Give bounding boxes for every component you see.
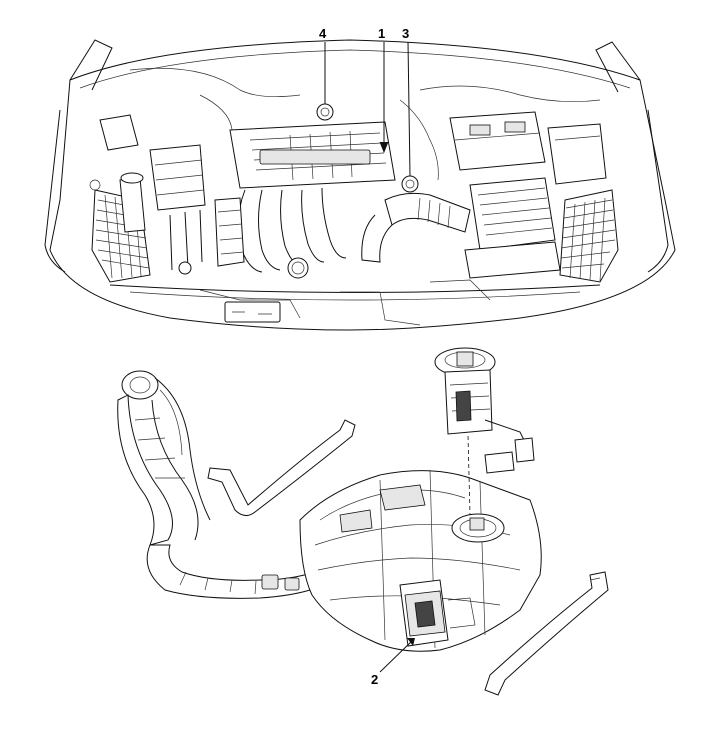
callout-1: 1 bbox=[378, 26, 386, 41]
leader-lines bbox=[324, 41, 415, 673]
cap-4-part bbox=[316, 103, 334, 121]
fuel-tank-body bbox=[299, 469, 542, 652]
battery bbox=[449, 111, 546, 171]
fuse-box bbox=[547, 123, 607, 185]
engine-block bbox=[214, 121, 396, 279]
intake-hose bbox=[361, 192, 471, 263]
callout-3: 3 bbox=[402, 26, 410, 41]
engine-bay bbox=[44, 39, 676, 331]
air-filter-box bbox=[464, 177, 561, 279]
cap-3-part bbox=[401, 175, 419, 193]
tank-strap-left bbox=[207, 419, 356, 516]
left-components bbox=[89, 114, 206, 275]
filler-neck bbox=[117, 370, 316, 599]
callout-4: 4 bbox=[319, 26, 327, 41]
right-grille bbox=[559, 189, 619, 283]
fuel-tank-assembly bbox=[117, 347, 609, 696]
fuel-pump-module bbox=[434, 347, 535, 516]
tank-strap-right bbox=[484, 571, 609, 696]
callout-2: 2 bbox=[371, 672, 379, 687]
